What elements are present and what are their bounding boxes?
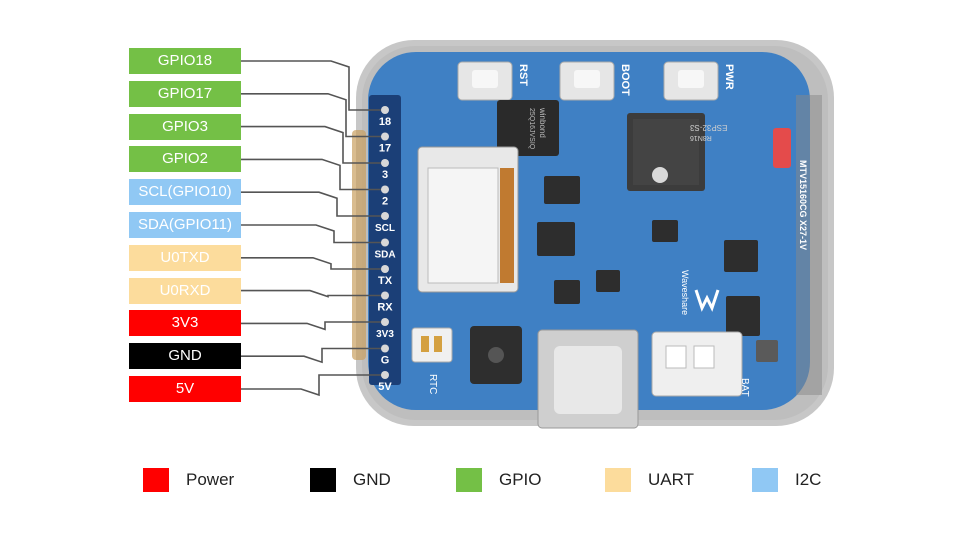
bat-connector: BAT — [651, 331, 750, 397]
pin-label-sda-gpio11: SDA(GPIO11) — [129, 212, 241, 238]
header-pin-label: SCL — [375, 223, 395, 234]
pin-hole — [381, 344, 389, 353]
pin-hole — [381, 185, 389, 194]
pin-hole — [381, 238, 389, 247]
leader-line — [241, 125, 386, 164]
button-rst — [457, 61, 513, 101]
legend-item-uart: UART — [605, 468, 694, 492]
ic-small-2 — [537, 222, 575, 256]
button-label-rst: RST — [517, 64, 529, 86]
leader-line — [241, 158, 386, 191]
leader-line — [241, 60, 386, 111]
legend-swatch-gpio — [456, 468, 482, 492]
rtc-connector: RTC — [411, 327, 453, 394]
button-label-pwr: PWR — [723, 64, 735, 90]
esp32-chip-model: ESP32-S3 — [689, 123, 727, 132]
leader-line — [241, 93, 386, 138]
leader-line — [241, 224, 386, 244]
pin-hole — [381, 291, 389, 300]
esp32-chip-variant: R8N16 — [690, 134, 712, 141]
ic-small-1 — [544, 176, 580, 204]
header-pin-label: G — [381, 355, 390, 367]
red-led-module — [773, 128, 791, 168]
legend-item-i2c: I2C — [752, 468, 821, 492]
button-boot — [559, 61, 615, 101]
pin-label-gnd: GND — [129, 343, 241, 370]
pin-hole — [381, 318, 389, 326]
pin-label-3v3: 3V3 — [129, 310, 241, 337]
header-pin-label: 17 — [379, 143, 391, 155]
flash-chip-model: 25Q16JVSIQ — [528, 108, 535, 150]
pin-hole — [381, 106, 389, 114]
pin-label-gpio17: GPIO17 — [129, 80, 241, 107]
legend-item-power: Power — [143, 468, 234, 492]
header-pin-label: TX — [378, 275, 393, 287]
header-pin-label: 18 — [379, 116, 391, 128]
silk-side-text: MTV15160CG X27-1V — [798, 160, 808, 250]
flash-chip: winbond 25Q16JVSIQ — [497, 100, 559, 156]
pin-label-gpio3: GPIO3 — [129, 113, 241, 140]
leader-line — [241, 321, 386, 331]
brand-logo — [694, 289, 720, 312]
button-pwr — [663, 61, 719, 101]
legend-swatch-i2c — [752, 468, 778, 492]
legend-label: I2C — [795, 470, 822, 489]
header-pin-label: 3 — [382, 169, 388, 181]
side-bezel-strip — [796, 95, 822, 395]
pin-label-scl-gpio10: SCL(GPIO10) — [129, 179, 241, 206]
ic-small-8 — [756, 340, 778, 362]
header-pin-label: RX — [377, 302, 393, 314]
leader-line — [241, 191, 386, 217]
ic-small-6 — [596, 270, 620, 292]
button-label-boot: BOOT — [619, 64, 631, 96]
ic-small-4 — [724, 240, 758, 272]
header-pin-label: 2 — [382, 196, 388, 208]
ic-small-5 — [726, 296, 760, 336]
pin-hole — [381, 371, 389, 379]
leader-line — [241, 347, 386, 364]
ic-small-3 — [652, 220, 678, 242]
legend-item-gpio: GPIO — [456, 468, 542, 492]
leader-line — [241, 374, 386, 397]
header-pin-label: 3V3 — [376, 329, 394, 340]
leader-line — [241, 256, 386, 270]
pin-hole — [381, 159, 389, 167]
legend-label: GND — [353, 470, 391, 489]
bat-label: BAT — [739, 378, 750, 397]
legend-swatch-uart — [605, 468, 631, 492]
legend-item-gnd: GND — [310, 468, 391, 492]
fpc-connector — [417, 146, 519, 293]
pin-label-u0rxd: U0RXD — [129, 277, 241, 304]
pin-label-5v: 5V — [129, 376, 241, 402]
esp32-chip: ESP32-S3 R8N16 — [627, 113, 727, 191]
header-pin-label: 5V — [378, 381, 392, 393]
flash-chip-brand: winbond — [538, 107, 547, 138]
legend-label: Power — [186, 470, 235, 489]
pin-label-u0txd: U0TXD — [129, 244, 241, 271]
legend-swatch-gnd — [310, 468, 336, 492]
pin-label-gpio18: GPIO18 — [129, 48, 241, 74]
legend-label: UART — [648, 470, 694, 489]
legend-swatch-power — [143, 468, 169, 492]
usb-c-connector — [537, 329, 639, 429]
header-pin-label: SDA — [374, 250, 395, 261]
leader-line — [241, 289, 386, 298]
rtc-label: RTC — [427, 374, 438, 394]
pin-hole — [381, 212, 389, 220]
gold-edge — [352, 130, 366, 360]
leader-lines — [241, 60, 389, 397]
ic-small-7 — [554, 280, 580, 304]
legend-label: GPIO — [499, 470, 542, 489]
brand-text: Waveshare — [680, 270, 690, 315]
pin-hole — [381, 132, 389, 141]
pin-label-gpio2: GPIO2 — [129, 146, 241, 173]
pin-hole — [381, 265, 389, 273]
